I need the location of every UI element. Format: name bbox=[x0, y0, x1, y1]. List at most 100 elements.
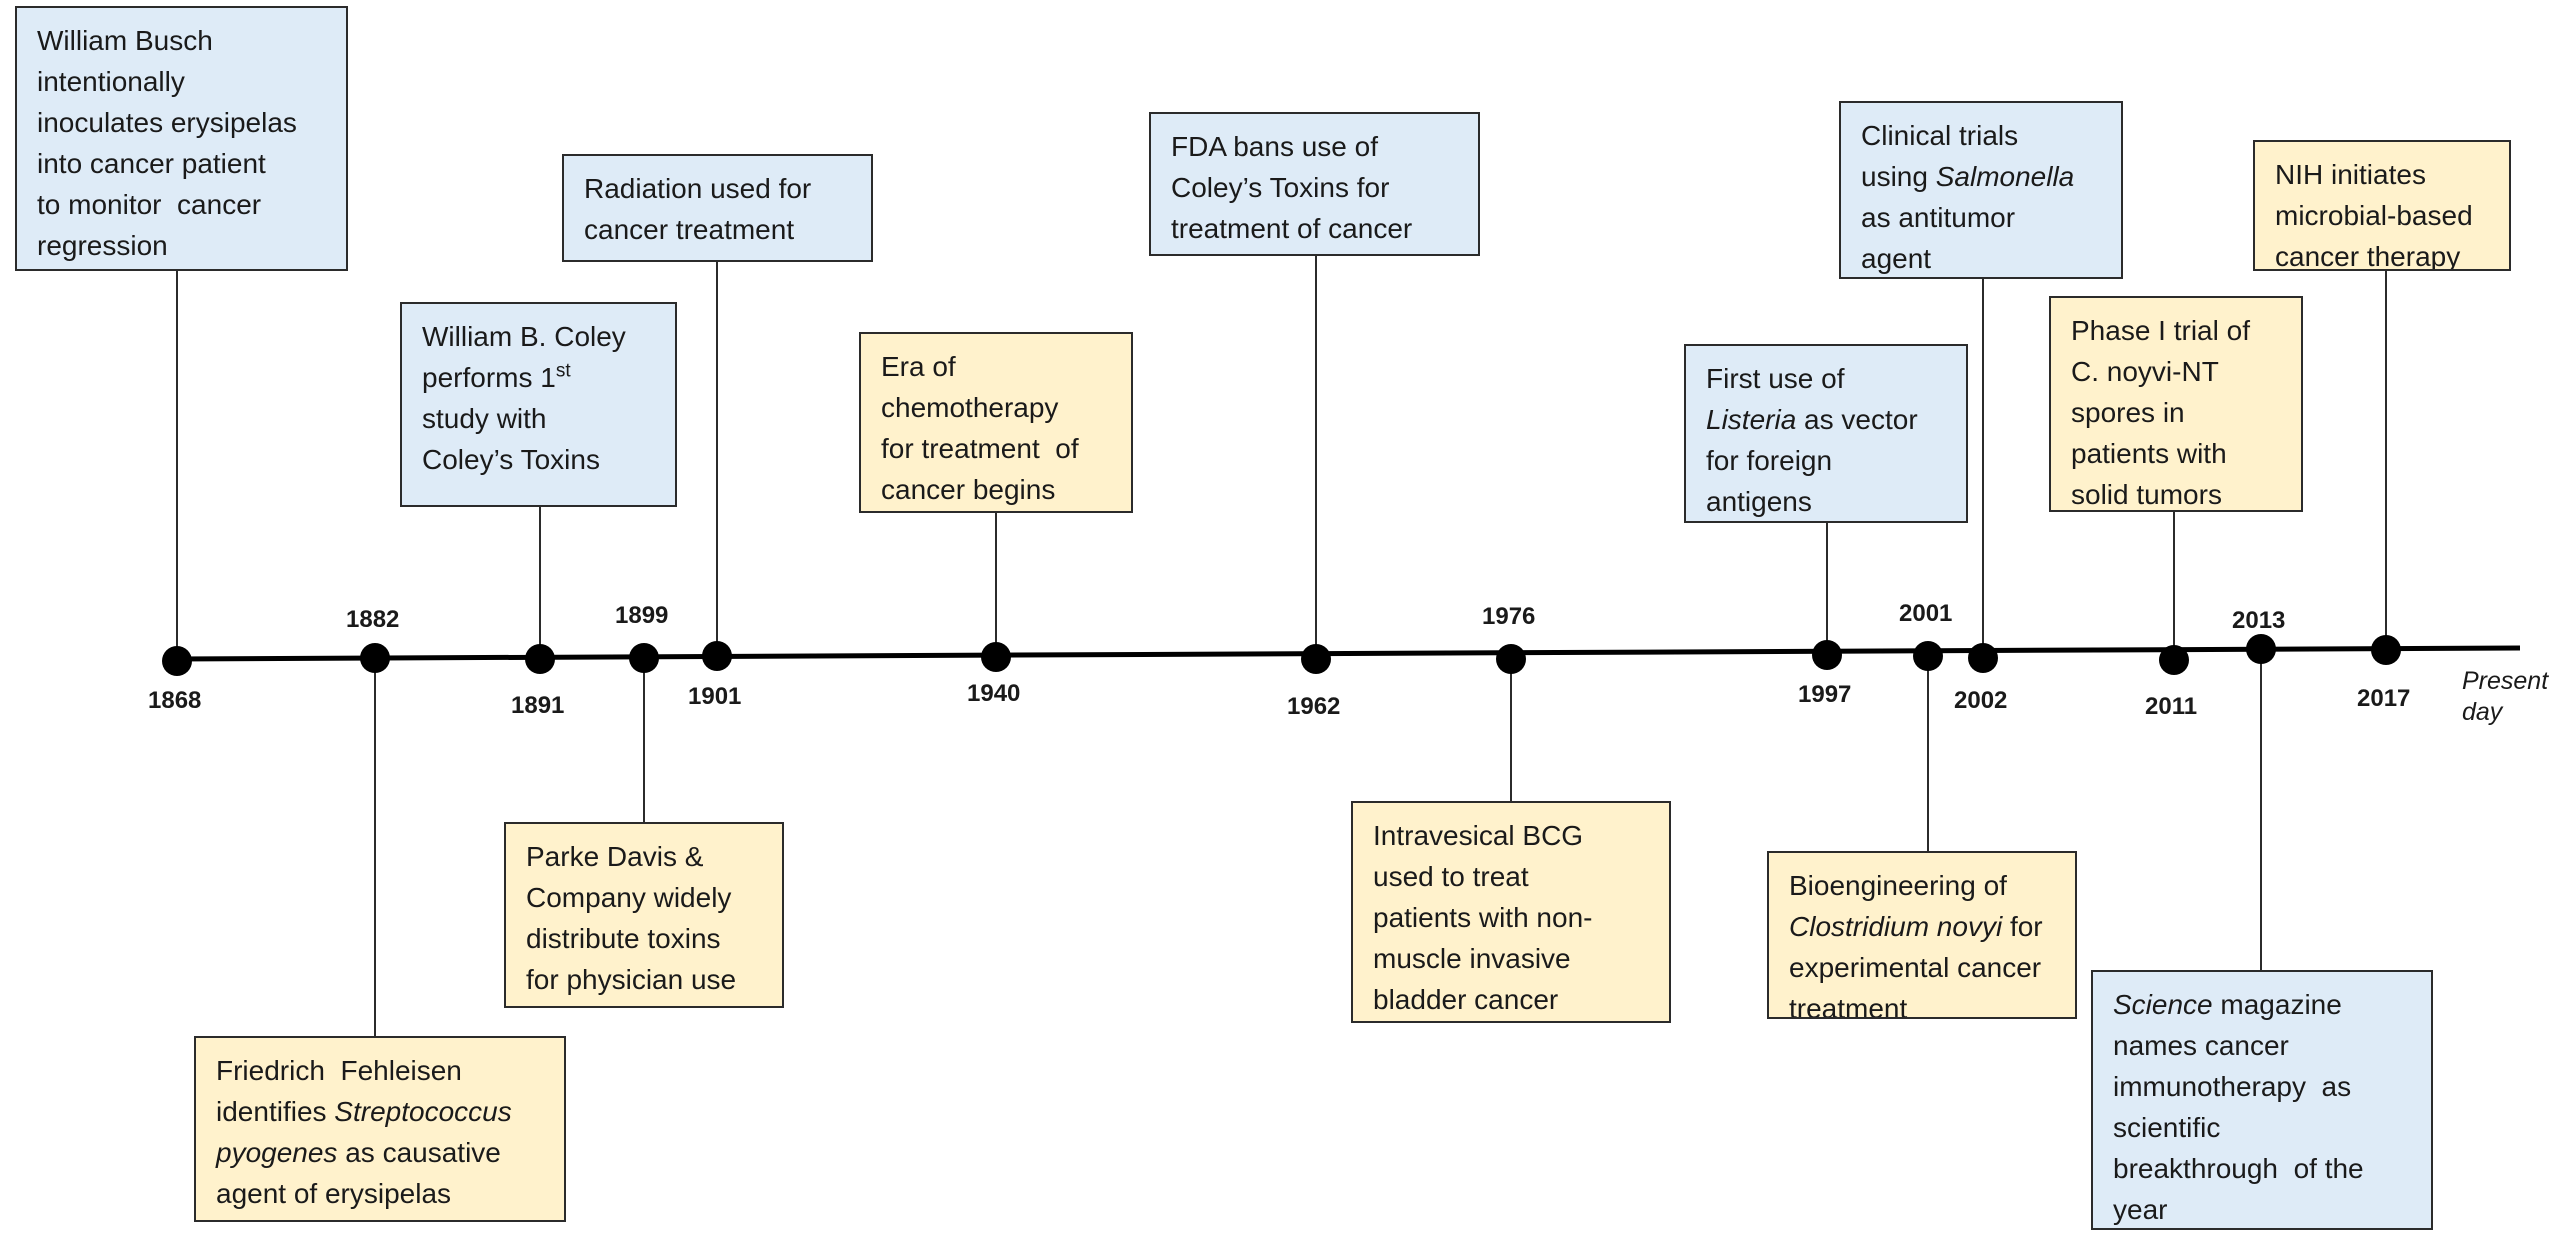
event-text-segment: antigens bbox=[1706, 486, 1812, 517]
event-box-1882: Friedrich Fehleisen identifies Streptococ… bbox=[194, 1036, 566, 1222]
event-text-segment: William Busch bbox=[37, 25, 213, 56]
event-text-segment: experimental cancer bbox=[1789, 952, 2042, 983]
event-text-segment: Era of bbox=[881, 351, 956, 382]
event-text-segment: Coley’s Toxins for bbox=[1171, 172, 1390, 203]
event-text-segment: for treatment of bbox=[881, 433, 1079, 464]
year-dot-2002 bbox=[1968, 643, 1998, 673]
event-text-line: Parke Davis & bbox=[526, 836, 762, 877]
year-dot-1891 bbox=[525, 644, 555, 674]
event-text-line: bladder cancer bbox=[1373, 979, 1649, 1020]
event-text-italic: Salmonella bbox=[1935, 161, 2075, 192]
event-text-line: Friedrich Fehleisen bbox=[216, 1050, 544, 1091]
event-text-line: NIH initiates bbox=[2275, 154, 2489, 195]
year-dot-1899 bbox=[629, 643, 659, 673]
event-text-line: Intravesical BCG bbox=[1373, 815, 1649, 856]
event-text-line: Coley’s Toxins bbox=[422, 439, 655, 480]
year-label-2013: 2013 bbox=[2232, 607, 2285, 634]
event-text-line: Clostridium novyi for bbox=[1789, 906, 2055, 947]
year-dot-1882 bbox=[360, 643, 390, 673]
event-text-segment: identifies bbox=[216, 1096, 335, 1127]
event-text-line: into cancer patient bbox=[37, 143, 326, 184]
event-text-line: Phase I trial of bbox=[2071, 310, 2281, 351]
event-text-line: cancer therapy bbox=[2275, 236, 2489, 271]
event-text-segment: muscle invasive bbox=[1373, 943, 1571, 974]
event-text-segment: cancer therapy bbox=[2275, 241, 2461, 271]
event-text-line: solid tumors bbox=[2071, 474, 2281, 510]
present-day-label-line: day bbox=[2462, 698, 2504, 726]
event-text-line: treatment of cancer bbox=[1171, 208, 1458, 249]
event-text-italic: Clostridium novyi bbox=[1789, 911, 2003, 942]
event-text-line: Clinical trials bbox=[1861, 115, 2101, 156]
event-text-line: Era of bbox=[881, 346, 1111, 387]
event-text-line: patients with non- bbox=[1373, 897, 1649, 938]
event-text-segment: FDA bans use of bbox=[1171, 131, 1379, 162]
event-text-segment: year bbox=[2113, 1194, 2168, 1225]
event-text-segment: for physician use bbox=[526, 964, 737, 995]
event-text-line: used to treat bbox=[1373, 856, 1649, 897]
event-text-segment: used to treat bbox=[1373, 861, 1529, 892]
event-text-line: immunotherapy as bbox=[2113, 1066, 2411, 1107]
event-text-line: for treatment of bbox=[881, 428, 1111, 469]
event-box-1962: FDA bans use of Coley’s Toxins for treatme… bbox=[1149, 112, 1480, 256]
event-text-segment: Parke Davis & bbox=[526, 841, 704, 872]
year-dot-1962 bbox=[1301, 644, 1331, 674]
event-text-segment: chemotherapy bbox=[881, 392, 1059, 423]
event-box-1899: Parke Davis & Company widely distribute to… bbox=[504, 822, 784, 1008]
year-dot-1940 bbox=[981, 642, 1011, 672]
event-text-line: for foreign bbox=[1706, 440, 1946, 481]
year-dot-2013 bbox=[2246, 634, 2276, 664]
event-text-italic: Science bbox=[2113, 989, 2213, 1020]
event-text-segment: as antitumor bbox=[1861, 202, 2016, 233]
event-text-segment: Radiation used for bbox=[584, 173, 812, 204]
event-text-segment: Bioengineering of bbox=[1789, 870, 2007, 901]
event-text-segment: microbial-based bbox=[2275, 200, 2473, 231]
event-text-line: performs 1st bbox=[422, 357, 655, 398]
event-text-line: William Busch bbox=[37, 20, 326, 61]
event-text-segment: distribute toxins bbox=[526, 923, 721, 954]
event-text-line: Bioengineering of bbox=[1789, 865, 2055, 906]
event-text-segment: Company widely bbox=[526, 882, 732, 913]
event-text-line: names cancer bbox=[2113, 1025, 2411, 1066]
event-text-segment: regression bbox=[37, 230, 168, 261]
event-text-segment: William B. Coley bbox=[422, 321, 626, 352]
event-text-segment: treatment of cancer bbox=[1171, 213, 1413, 244]
event-text-segment: patients with bbox=[2071, 438, 2227, 469]
event-text-line: patients with bbox=[2071, 433, 2281, 474]
event-text-segment: as vector bbox=[1796, 404, 1918, 435]
event-text-segment: breakthrough of the bbox=[2113, 1153, 2364, 1184]
event-text-line: scientific bbox=[2113, 1107, 2411, 1148]
year-label-2001: 2001 bbox=[1899, 600, 1952, 627]
event-text-segment: performs 1 bbox=[422, 362, 556, 393]
event-text-line: Listeria as vector bbox=[1706, 399, 1946, 440]
event-text-italic: Streptococcus bbox=[334, 1096, 512, 1127]
event-text-line: treatment bbox=[1789, 988, 2055, 1017]
event-text-segment: agent bbox=[1861, 243, 1932, 274]
event-text-line: muscle invasive bbox=[1373, 938, 1649, 979]
event-text-line: year bbox=[2113, 1189, 2411, 1228]
year-label-1940: 1940 bbox=[967, 680, 1020, 707]
year-dot-1976 bbox=[1496, 644, 1526, 674]
event-text-line: distribute toxins bbox=[526, 918, 762, 959]
year-dots bbox=[162, 634, 2401, 676]
event-text-italic: pyogenes bbox=[216, 1137, 338, 1168]
event-text-line: intentionally bbox=[37, 61, 326, 102]
year-dot-1901 bbox=[702, 641, 732, 671]
event-text-segment: study with bbox=[422, 403, 547, 434]
year-label-1976: 1976 bbox=[1482, 603, 1535, 630]
event-box-1976: Intravesical BCG used to treat patients wi… bbox=[1351, 801, 1671, 1023]
event-text-line: inoculates erysipelas bbox=[37, 102, 326, 143]
event-text-line: breakthrough of the bbox=[2113, 1148, 2411, 1189]
event-text-line: Radiation used for bbox=[584, 168, 851, 209]
year-label-1891: 1891 bbox=[511, 692, 564, 719]
event-text-segment: Clinical trials bbox=[1861, 120, 2019, 151]
event-text-line: spores in bbox=[2071, 392, 2281, 433]
event-text-line: cancer treatment bbox=[584, 209, 851, 250]
event-text-segment: Friedrich Fehleisen bbox=[216, 1055, 462, 1086]
year-dot-2017 bbox=[2371, 635, 2401, 665]
year-label-2002: 2002 bbox=[1954, 687, 2007, 714]
